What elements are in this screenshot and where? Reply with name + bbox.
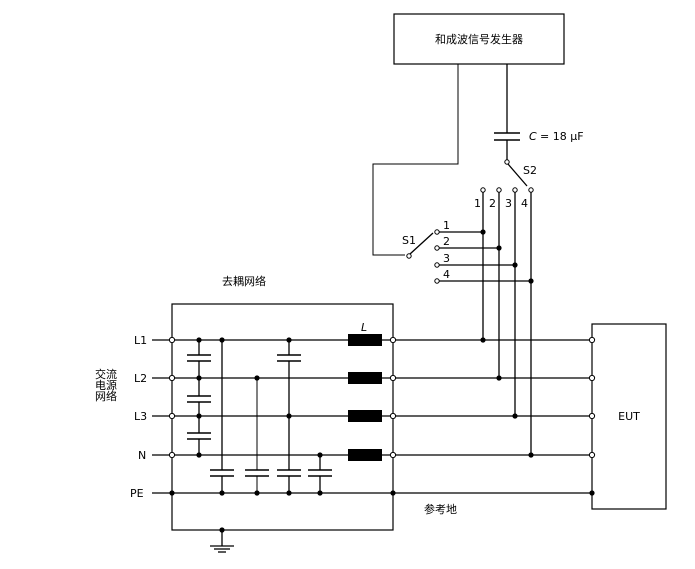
mains-label-line3: 网络 [95,389,117,403]
generator-to-s1-wire [372,64,459,256]
line-to-pe-capacitors [210,337,332,496]
terminal-left-l3 [168,412,176,420]
s1-label: S1 [402,234,416,247]
mains-label-line2: 电源 [95,378,117,392]
s1-junction-4 [528,278,534,284]
s2-pivot [504,159,510,165]
line-label-n: N [138,449,146,462]
s2-contact-3 [512,187,518,193]
eut-terminal-n [588,451,596,459]
terminal-left-pe [169,490,175,496]
eut-terminal-l3 [588,412,596,420]
terminal-right-pe [390,490,396,496]
terminal-left-l1 [168,336,176,344]
inductor-l2 [348,372,382,384]
s1-position-2: 2 [443,235,450,248]
line-label-l3: L3 [134,410,147,423]
s1-junction-3 [512,262,518,268]
eut-label: EUT [618,410,640,423]
terminal-left-l2 [168,374,176,382]
terminal-left-n [168,451,176,459]
tap-junction-l2 [496,375,502,381]
terminal-right-l1 [389,336,397,344]
eut-terminal-l1 [588,336,596,344]
line-to-line-capacitors [187,337,211,458]
eut-terminal-l2 [588,374,596,382]
line-label-pe: PE [130,487,144,500]
generator-box [393,13,565,65]
inductor-l1 [348,334,382,346]
tap-junction-l1 [480,337,486,343]
tap-junction-l3 [512,413,518,419]
reference-ground-label: 参考地 [424,502,457,516]
s1-position-4: 4 [443,268,450,281]
generator-label: 和成波信号发生器 [435,32,523,46]
ground-symbol [210,527,234,553]
s1-contact-1 [434,229,440,235]
s1-position-1: 1 [443,219,450,232]
s2-position-3: 3 [505,197,512,210]
inductor-l3 [348,410,382,422]
s2-blade [507,163,528,187]
s1-contact-4 [434,278,440,284]
inductor-label: L [361,321,367,334]
line-label-l1: L1 [134,334,147,347]
s2-position-2: 2 [489,197,496,210]
s2-contact-4 [528,187,534,193]
inductor-n [348,449,382,461]
tap-junction-n [528,452,534,458]
s2-position-4: 4 [521,197,528,210]
s2-label: S2 [523,164,537,177]
decoupling-network-title: 去耦网络 [222,274,266,288]
s2-position-1: 1 [474,197,481,210]
s1-junction-1 [480,229,486,235]
terminal-right-l3 [389,412,397,420]
eut-terminal-pe [589,490,595,496]
s1-contact-2 [434,245,440,251]
capacitor-symbol: C [529,130,537,143]
s1-pivot [406,253,412,259]
s1-blade [409,232,434,255]
line-label-l2: L2 [134,372,147,385]
s2-contact-2 [496,187,502,193]
s1-contact-3 [434,262,440,268]
mains-label-line1: 交流 [95,367,117,381]
s1-position-3: 3 [443,252,450,265]
capacitor-value: = 18 μF [540,130,584,143]
terminal-right-n [389,451,397,459]
s1-junction-2 [496,245,502,251]
terminal-right-l2 [389,374,397,382]
s2-contact-1 [480,187,486,193]
